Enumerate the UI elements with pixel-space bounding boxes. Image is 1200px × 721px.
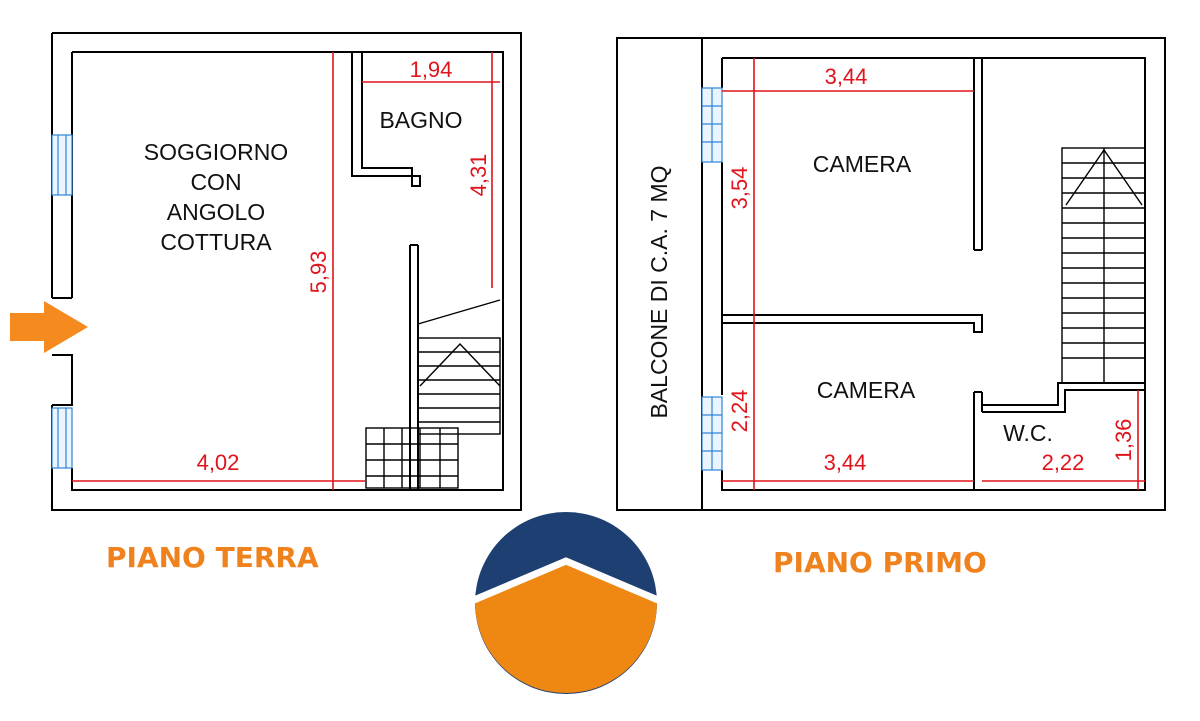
company-logo [472,512,660,694]
top-bedroom-wall [722,58,983,333]
first-window-top [701,87,723,163]
bottom-bedroom-wall [973,391,983,490]
living-room-label-4: COTTURA [160,229,272,255]
first-floor-title: PIANO PRIMO [773,546,987,579]
bathroom-wall [351,52,421,187]
ground-window-bottom [51,407,73,469]
ground-entrance-jamb [52,297,73,406]
dim-top-depth: 3,54 [727,167,752,210]
first-window-bottom [701,396,723,471]
bathroom-label: BAGNO [379,107,462,133]
arrow-right-icon [10,301,88,353]
wc-label: W.C. [1003,420,1053,446]
first-staircase [1061,147,1146,384]
ground-floor-plan [51,32,522,511]
dim-room-width: 4,02 [197,450,240,475]
bottom-bedroom-label: CAMERA [817,377,916,403]
wc-wall [982,382,1145,413]
living-room-label-3: ANGOLO [167,199,265,225]
dim-wc-width: 2,22 [1042,450,1085,475]
ground-floor-title: PIANO TERRA [106,541,319,574]
dim-top-width: 3,44 [825,64,868,89]
ground-staircase [365,299,501,489]
dim-bath-width: 1,94 [410,57,453,82]
first-outer-wall [616,37,1166,511]
first-inner-wall [701,38,1146,510]
dim-bath-depth: 4,31 [466,154,491,197]
dim-room-depth: 5,93 [306,251,331,294]
stair-wall [409,244,419,490]
balcony-label: BALCONE DI C.A. 7 MQ [646,165,672,418]
top-bedroom-label: CAMERA [813,151,912,177]
ground-window-top [51,134,73,196]
dim-bottom-depth: 2,24 [727,390,752,433]
ground-outer-wall [51,32,522,511]
living-room-label-1: SOGGIORNO [144,139,288,165]
dim-wc-depth: 1,36 [1111,419,1136,462]
first-floor-plan [616,37,1166,511]
dim-bottom-width: 3,44 [824,450,867,475]
living-room-label-2: CON [190,169,241,195]
